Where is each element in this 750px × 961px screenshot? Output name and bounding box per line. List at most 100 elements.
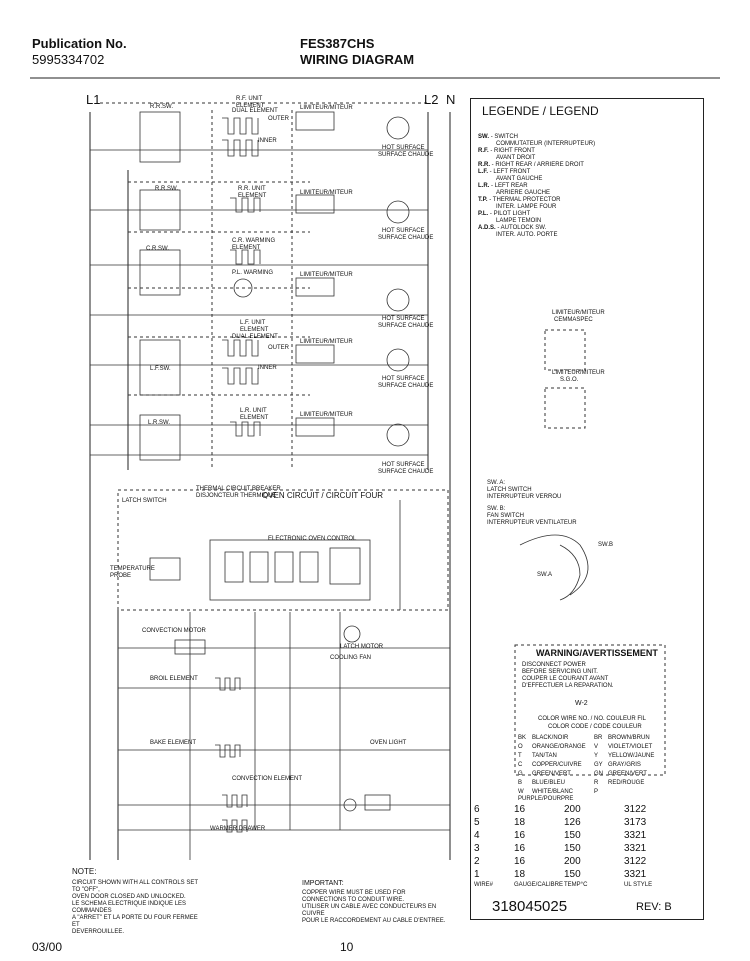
breaker-fr-label: DISJONCTEUR THERMIQUE [196,493,277,499]
legend-item: INTER. LAMPE FOUR [496,204,557,210]
oven-circuit-label: OVEN CIRCUIT / CIRCUIT FOUR [262,491,384,500]
cr-hot-fr-label: SURFACE CHAUDE [378,323,434,329]
legend-item: INTER. AUTO. PORTE [496,232,558,238]
bus-n-label: N [446,92,456,107]
limiter2-fr-label: S.G.O. [560,377,579,383]
rf-outer-label: OUTER [268,116,289,122]
important-line: UTILISER UN CABLE AVEC CONDUCTEURS EN CU… [302,904,437,917]
w2-tag: W-2 [575,700,588,707]
legend-item: T.P. - THERMAL PROTECTOR [478,197,561,203]
legend-item: COMMUTATEUR (INTERRUPTEUR) [496,141,596,147]
legend-item: AVANT DROIT [496,155,536,161]
page-number: 10 [340,940,354,954]
rf-hot-fr-label: SURFACE CHAUDE [378,152,434,158]
cooling-fan-label: COOLING FAN [330,655,372,661]
important-title: IMPORTANT: [302,880,344,887]
revision: REV: B [636,901,672,913]
publication-number: 5995334702 [32,52,105,67]
latch-motor-label: LATCH MOTOR [340,644,384,650]
rf-limiter-label: LIMITEUR/MITEUR [300,105,353,111]
lr-hot-fr-label: SURFACE CHAUDE [378,469,434,475]
sw-b-fr: INTERRUPTEUR VENTILATEUR [487,520,577,526]
rr-element-label: R.R. UNIT ELEMENT [238,186,267,199]
legend-item: P.L. - PILOT LIGHT [478,211,531,217]
sw-a-desc: LATCH SWITCH [487,487,532,493]
rf-hot-label: HOT SURFACE [382,145,425,151]
legend-panel [470,98,704,920]
legend-item: LAMPE TEMOIN [496,218,542,224]
note-line: OVEN DOOR CLOSED AND UNLOCKED. [72,894,186,900]
limiter1-fr-label: CEMMASPEC [554,317,593,323]
lr-element-label: L.R. UNIT ELEMENT [240,408,269,421]
lf-limiter-label: LIMITEUR/MITEUR [300,339,353,345]
color-header-2: COLOR CODE / CODE COULEUR [548,724,642,730]
convection-element-label: CONVECTION ELEMENT [232,776,303,782]
color-header-1: COLOR WIRE NO. / NO. COULEUR FIL [538,716,647,722]
cr-element-label: C.R. WARMING ELEMENT [232,238,276,251]
part-number: 318045025 [492,898,568,915]
warning-line: DISCONNECT POWER [522,662,586,668]
legend-title: LEGENDE / LEGEND [482,104,599,118]
footer-date: 03/00 [32,940,63,954]
note-lines: CIRCUIT SHOWN WITH ALL CONTROLS SET TO "… [72,880,207,936]
convection-motor-label: CONVECTION MOTOR [142,628,206,634]
lf-inner-label: INNER [258,365,277,371]
oven-circuit [117,489,450,860]
sw-a-code: SW. A: [487,480,506,486]
sw-a-tag: SW.A [537,572,553,578]
legend-list: SW. - SWITCH COMMUTATEUR (INTERRUPTEUR) … [478,134,678,239]
important-line: COPPER WIRE MUST BE USED FOR [302,890,406,896]
rf-element-label: R.F. UNIT ELEMENT [236,96,265,109]
rr-hot-fr-label: SURFACE CHAUDE [378,235,434,241]
lf-hot-fr-label: SURFACE CHAUDE [378,383,434,389]
important-line: CONNECTIONS TO CONDUIT WIRE. [302,897,405,903]
sw-a-fr: INTERRUPTEUR VERROU [487,494,562,500]
legend-item: L.F. - LEFT FRONT [478,169,531,175]
legend-item: ARRIERE GAUCHE [496,190,551,196]
note-line: LE SCHEMA ELECTRIQUE INDIQUE LES COMMAND… [72,901,187,914]
limiter1-label: LIMITEUR/MITEUR [552,310,605,316]
note-title: NOTE: [72,867,97,876]
warning-lines: DISCONNECT POWER BEFORE SERVICING UNIT. … [522,662,614,690]
model-number: FES387CHS [300,36,375,51]
rr-hot-label: HOT SURFACE [382,228,425,234]
lr-hot-label: HOT SURFACE [382,462,425,468]
lr-limiter-label: LIMITEUR/MITEUR [300,412,353,418]
oven-control-label: ELECTRONIC OVEN CONTROL [268,536,357,542]
latch-switch-label: LATCH SWITCH [122,498,167,504]
legend-item: R.R. - RIGHT REAR / ARRIERE DROIT [478,162,584,168]
legend-item: SW. - SWITCH [478,134,519,140]
legend-item: AVANT GAUCHE [496,176,543,182]
page-title: WIRING DIAGRAM [300,52,415,67]
lf-hot-label: HOT SURFACE [382,376,425,382]
limiter2-label: LIMITEUR/MITEUR [552,370,605,376]
warning-title: WARNING/AVERTISSEMENT [536,648,658,658]
sw-b-desc: FAN SWITCH [487,513,524,519]
temp-probe-label: TEMPERATURE PROBE [110,566,155,579]
cr-hot-label: HOT SURFACE [382,316,425,322]
bus-l1-label: L1 [86,92,101,107]
bake-element-label: BAKE ELEMENT [150,740,197,746]
note-line: DEVERROUILLEE. [72,929,125,935]
cr-limiter-label: LIMITEUR/MITEUR [300,272,353,278]
rr-limiter-label: LIMITEUR/MITEUR [300,190,353,196]
note-line: CIRCUIT SHOWN WITH ALL CONTROLS SET TO "… [72,880,198,893]
broil-element-label: BROIL ELEMENT [150,676,198,682]
breaker-label: THERMAL CIRCUIT BREAKER [196,486,281,492]
legend-sketches [514,329,666,776]
warning-line: BEFORE SERVICING UNIT. [522,669,598,675]
publication-label: Publication No. [32,36,127,51]
lf-dual-label: DUAL ELEMENT [232,334,278,340]
